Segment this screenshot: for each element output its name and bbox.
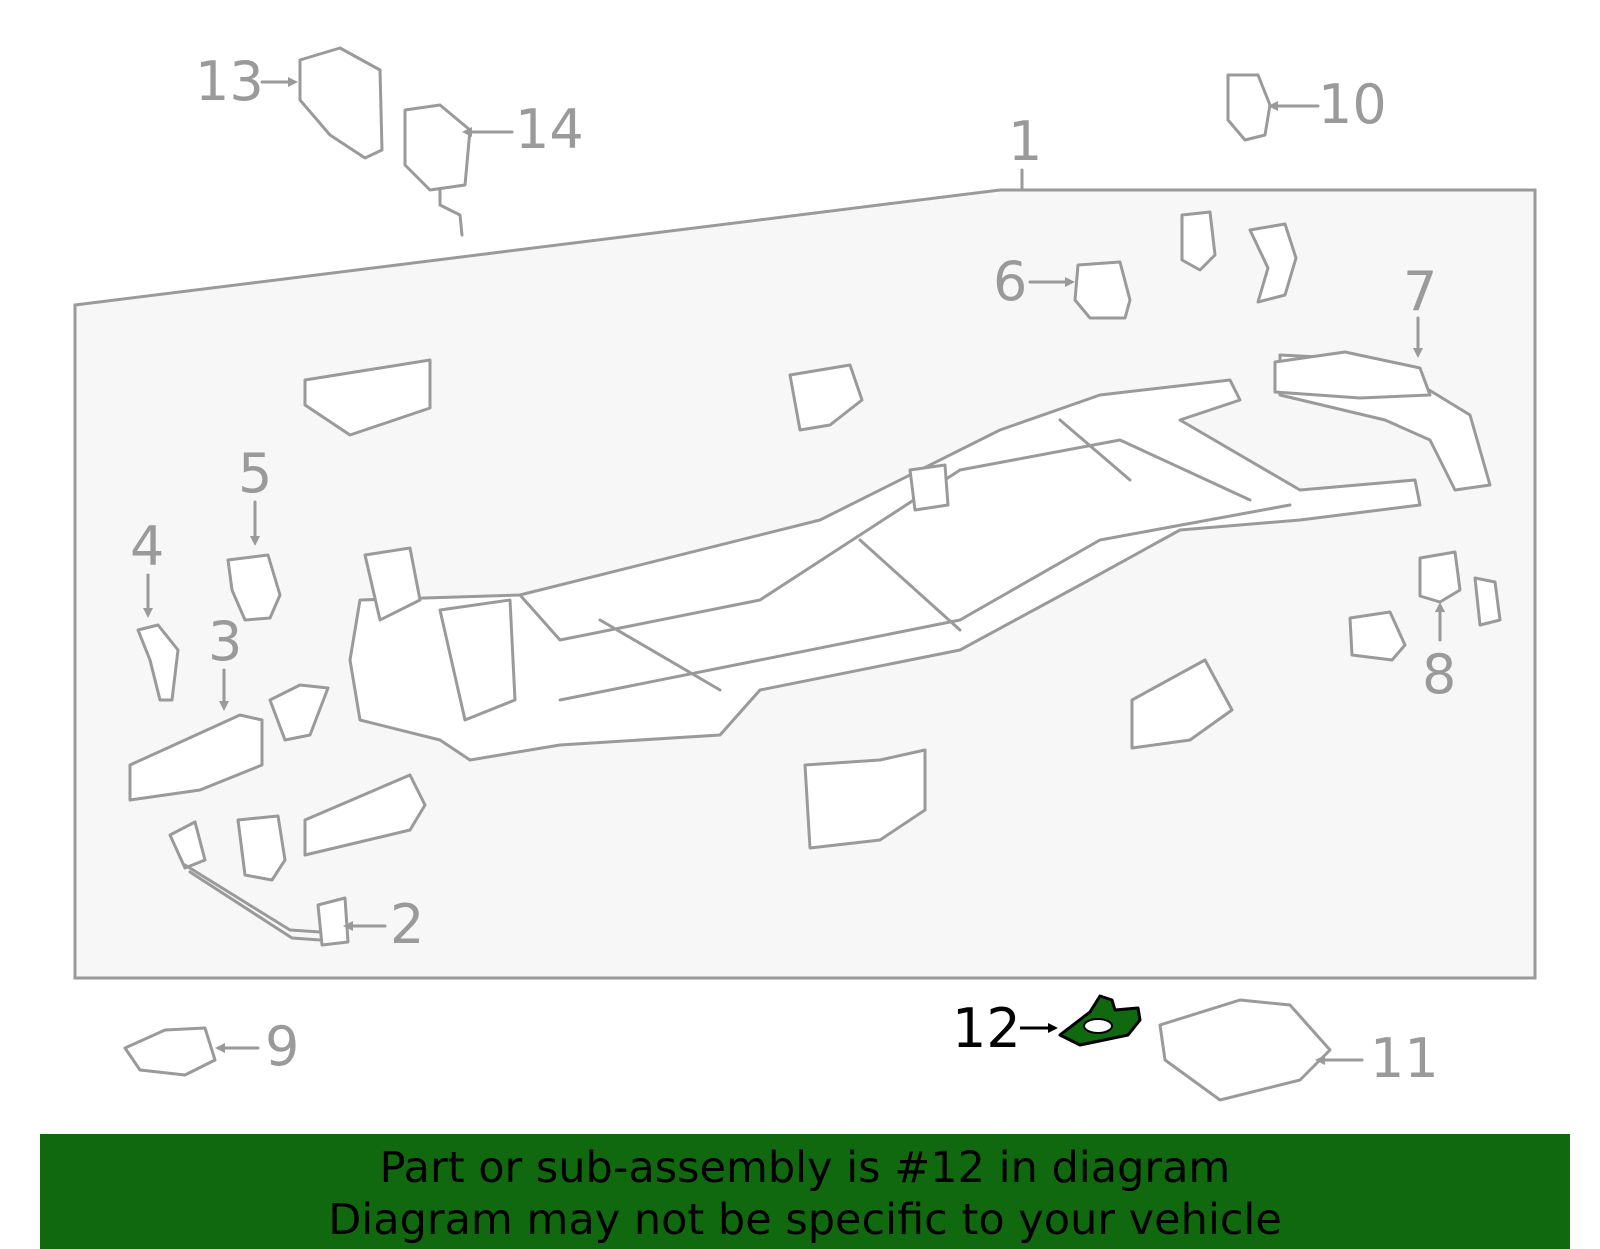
component-outline [1180,210,1217,272]
callout-5: 5 [238,442,273,505]
component-outline [1248,222,1298,304]
part-7-crossmember [1273,350,1432,400]
part-9-hook [123,1026,217,1077]
part-14-bracket [403,103,472,237]
callout-12: 12 [952,997,1021,1060]
part-5-mount [226,553,282,622]
callout-7: 7 [1403,260,1438,323]
callout-11: 11 [1370,1027,1439,1090]
callout-6: 6 [993,250,1028,313]
part-8-mounts [1348,550,1502,662]
callout-9: 9 [265,1015,300,1078]
part-13-plate [298,46,384,160]
part-6-mount [1073,260,1132,320]
component-outline [803,748,927,850]
part-2-brace [168,820,350,947]
banner-line-2: Diagram may not be specific to your vehi… [328,1195,1282,1245]
callout-10: 10 [1318,73,1387,136]
callout-13: 13 [195,50,264,113]
part-11-plate [1158,998,1332,1102]
callout-3: 3 [208,610,243,673]
leader-arrows [143,77,1445,1065]
info-banner: Part or sub-assembly is #12 in diagram D… [40,1134,1570,1249]
component-outline [303,358,432,437]
part-4-bracket [136,623,180,702]
component-outline [788,363,864,432]
callout-4: 4 [130,515,165,578]
callout-14: 14 [515,98,584,161]
callout-8: 8 [1422,643,1457,706]
part-10-bracket [1226,73,1272,142]
component-outline [1130,658,1234,750]
callout-1: 1 [1008,110,1043,173]
component-outline [236,814,287,882]
part-3-bracket [128,683,330,802]
banner-line-1: Part or sub-assembly is #12 in diagram [379,1143,1231,1193]
component-outline [303,773,427,857]
callout-2: 2 [390,893,425,956]
